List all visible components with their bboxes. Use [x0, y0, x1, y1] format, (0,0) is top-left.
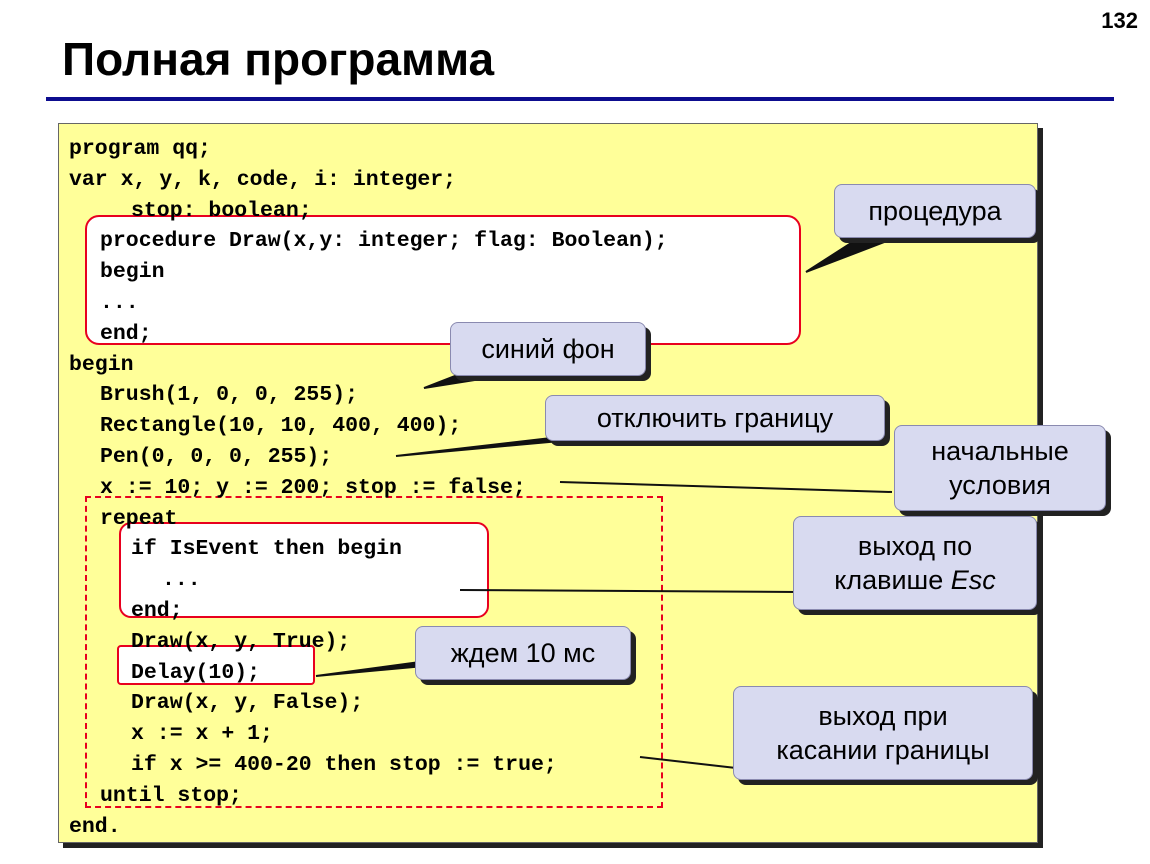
callout-exit-on-esc-prefix: клавише [834, 565, 951, 595]
callout-disable-border: отключить границу [545, 395, 885, 441]
code-line: end; [131, 599, 183, 623]
code-line: Rectangle(10, 10, 400, 400); [100, 414, 462, 439]
event-block-highlight-box [119, 522, 489, 618]
callout-exit-on-border-line2: касании границы [776, 735, 990, 765]
code-line: until stop; [100, 783, 242, 808]
callout-initial-conditions: начальные условия [894, 425, 1106, 511]
callout-wait-10ms: ждем 10 мс [415, 626, 631, 680]
page-title: Полная программа [62, 33, 495, 85]
code-line: begin [100, 260, 165, 285]
code-line: Draw(x, y, True); [131, 629, 351, 654]
callout-procedure-text: процедура [868, 196, 1002, 226]
callout-exit-on-border-line1: выход при [818, 701, 948, 731]
code-line: Pen(0, 0, 0, 255); [100, 445, 333, 469]
code-line: Delay(10); [131, 660, 261, 685]
code-line: program qq; [69, 137, 211, 161]
code-line: if x >= 400-20 then stop := true; [131, 753, 557, 777]
callout-exit-on-border: выход при касании границы [733, 686, 1033, 780]
code-line: ... [162, 568, 201, 593]
procedure-highlight-box [85, 215, 801, 345]
code-line: end; [100, 321, 152, 346]
repeat-loop-highlight-box [85, 496, 663, 808]
code-line: end. [69, 814, 121, 839]
code-line: x := 10; y := 200; stop := false; [100, 475, 526, 500]
code-line: if IsEvent then begin [131, 537, 402, 562]
title-underline [46, 97, 1114, 101]
code-line: x := x + 1; [131, 722, 273, 747]
code-line: ... [100, 291, 139, 315]
callout-exit-on-esc: выход по клавише Esc [793, 516, 1037, 610]
delay-highlight-box [117, 645, 315, 685]
callout-initial-conditions-line1: начальные [931, 436, 1069, 466]
callout-esc-key: Esc [950, 565, 996, 595]
code-line: repeat [100, 506, 178, 531]
callout-initial-conditions-line2: условия [949, 470, 1051, 500]
callout-procedure: процедура [834, 184, 1036, 238]
callout-wait-10ms-text: ждем 10 мс [450, 638, 596, 668]
code-line: Draw(x, y, False); [131, 691, 364, 716]
code-line: var x, y, k, code, i: integer; [69, 167, 457, 192]
code-line: procedure Draw(x,y: integer; flag: Boole… [100, 229, 668, 254]
code-line: begin [69, 352, 134, 377]
callout-exit-on-esc-line1: выход по [857, 531, 973, 561]
callout-blue-background: синий фон [450, 322, 646, 376]
page-number: 132 [1101, 8, 1138, 33]
callout-blue-background-text: синий фон [481, 334, 615, 364]
callout-disable-border-text: отключить границу [596, 403, 834, 433]
code-line: stop: boolean; [131, 198, 312, 223]
code-line: Brush(1, 0, 0, 255); [100, 383, 359, 408]
callout-exit-on-esc-line2: клавише Esc [834, 563, 996, 597]
